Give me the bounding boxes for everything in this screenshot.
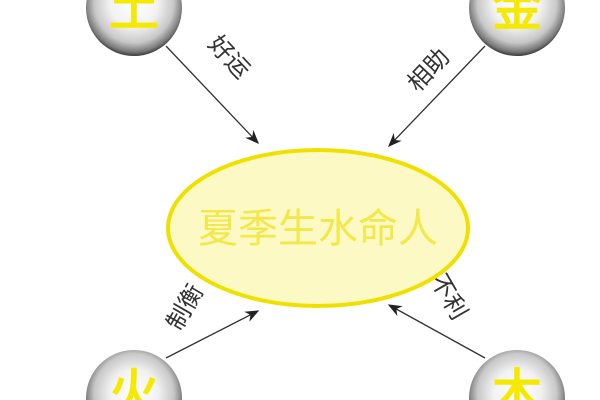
relation-arrow-metal: [388, 45, 486, 148]
element-node-fire: 火: [86, 350, 182, 400]
center-label: 夏季生水命人: [198, 206, 438, 252]
relation-arrow-earth: [165, 45, 259, 145]
element-char-fire: 火: [109, 363, 159, 400]
element-char-earth: 土: [109, 0, 159, 37]
element-node-metal: 金: [469, 0, 565, 56]
element-node-wood: 木: [469, 350, 565, 400]
relation-arrow-fire: [165, 310, 260, 359]
element-char-wood: 木: [492, 363, 542, 400]
element-node-earth: 土: [86, 0, 182, 56]
relation-label-earth: 好运: [203, 30, 256, 84]
relation-label-fire: 制衡: [161, 279, 209, 335]
center-node: 夏季生水命人: [166, 148, 470, 308]
element-char-metal: 金: [492, 0, 543, 37]
relation-arrow-wood: [387, 304, 486, 359]
relation-label-metal: 相助: [402, 43, 455, 97]
